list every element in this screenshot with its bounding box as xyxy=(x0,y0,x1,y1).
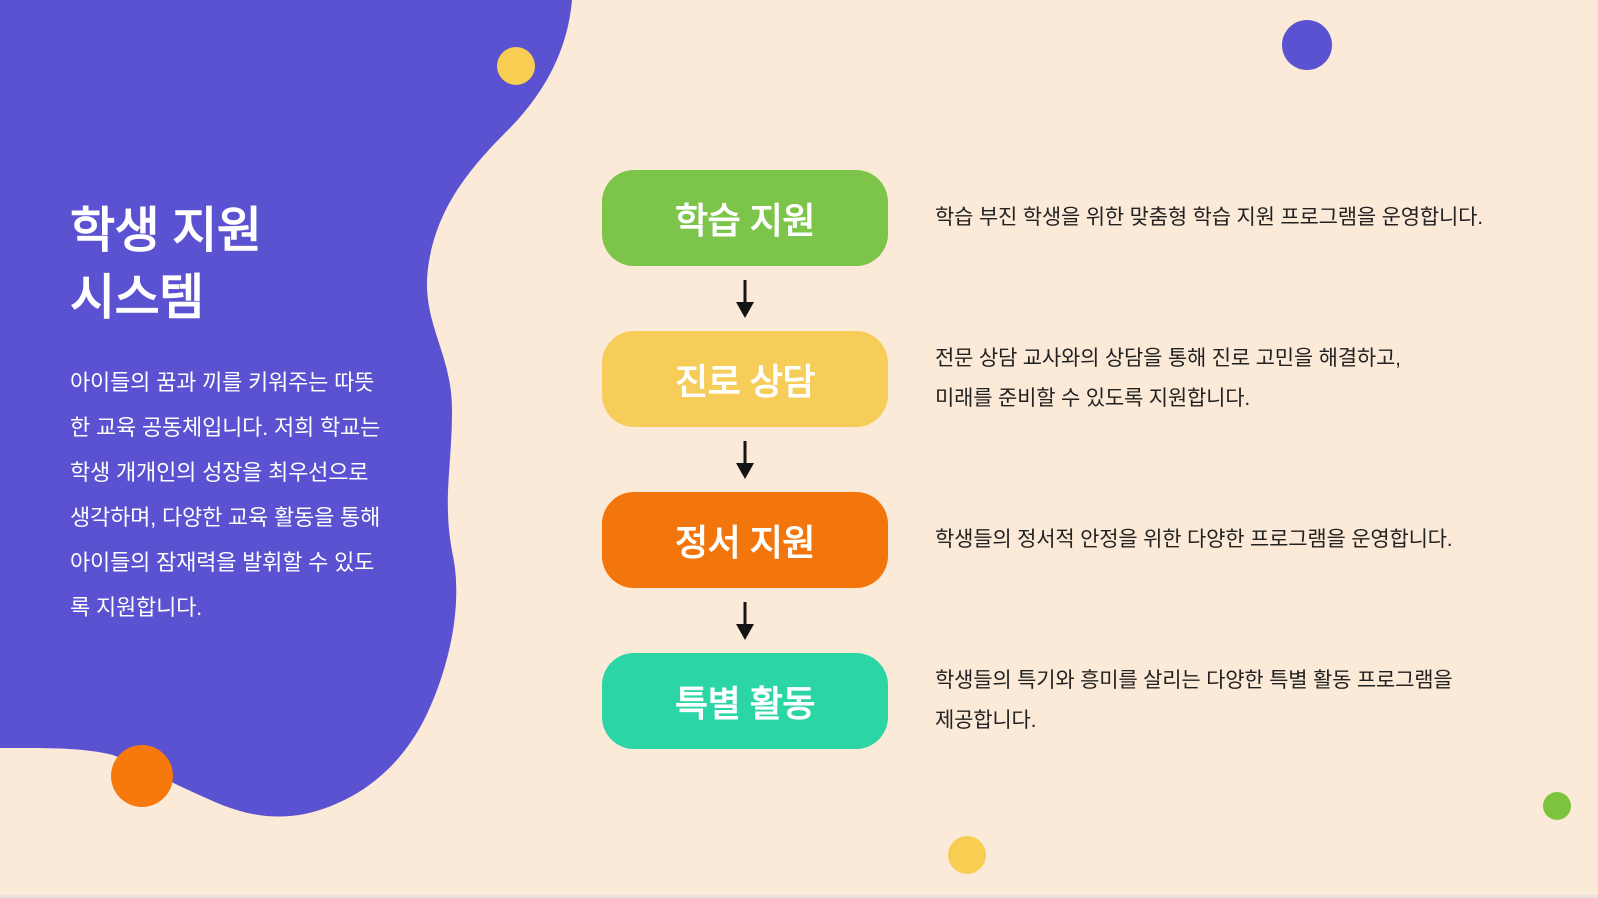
flow-step-learning-support-description: 학습 부진 학생을 위한 맞춤형 학습 지원 프로그램을 운영합니다. xyxy=(935,198,1483,238)
decor-circle-yellow-top xyxy=(497,47,535,85)
flow-step-label: 정서 지원 xyxy=(675,522,815,563)
description-line: 학생들의 정서적 안정을 위한 다양한 프로그램을 운영합니다. xyxy=(935,528,1453,551)
description-line: 전문 상담 교사와의 상담을 통해 진로 고민을 해결하고, xyxy=(935,347,1401,370)
decor-circle-yellow-bottom xyxy=(948,836,986,874)
purple-blob-shape xyxy=(0,0,572,817)
description-line: 학습 부진 학생을 위한 맞춤형 학습 지원 프로그램을 운영합니다. xyxy=(935,206,1483,229)
flow-step-career-counseling: 진로 상담 xyxy=(602,331,888,427)
flow-step-career-counseling-description: 전문 상담 교사와의 상담을 통해 진로 고민을 해결하고, 미래를 준비할 수… xyxy=(935,339,1401,419)
arrow-head-icon xyxy=(736,623,754,640)
description-line: 미래를 준비할 수 있도록 지원합니다. xyxy=(935,387,1250,410)
flow-step-emotional-support-description: 학생들의 정서적 안정을 위한 다양한 프로그램을 운영합니다. xyxy=(935,520,1453,560)
flow-arrow-2 xyxy=(734,427,756,492)
decor-circle-purple xyxy=(1282,20,1332,70)
flow-step-label: 특별 활동 xyxy=(675,683,815,724)
hero-paragraph: 아이들의 꿈과 끼를 키워주는 따뜻한 교육 공동체입니다. 저희 학교는 학생… xyxy=(70,370,381,620)
arrow-head-icon xyxy=(736,301,754,318)
decor-circle-orange xyxy=(111,745,173,807)
page-title-line-2: 시스템 xyxy=(70,271,204,325)
flow-arrow-3 xyxy=(734,588,756,653)
flow-step-label: 학습 지원 xyxy=(675,200,815,241)
flow-step-label: 진로 상담 xyxy=(675,361,815,402)
flow-step-special-activities: 특별 활동 xyxy=(602,653,888,749)
slide-bottom-edge xyxy=(0,895,1598,898)
page-title-line-1: 학생 지원 xyxy=(70,204,262,258)
flow-diagram: 학습 지원 진로 상담 정서 지원 특별 활동 xyxy=(602,170,888,749)
description-line: 제공합니다. xyxy=(935,709,1037,732)
flow-step-emotional-support: 정서 지원 xyxy=(602,492,888,588)
decor-circle-green xyxy=(1543,792,1571,820)
flow-step-learning-support: 학습 지원 xyxy=(602,170,888,266)
flow-arrow-1 xyxy=(734,266,756,331)
page-title: 학생 지원 시스템 xyxy=(70,198,262,332)
arrow-head-icon xyxy=(736,462,754,479)
flow-step-special-activities-description: 학생들의 특기와 흥미를 살리는 다양한 특별 활동 프로그램을 제공합니다. xyxy=(935,661,1453,741)
description-line: 학생들의 특기와 흥미를 살리는 다양한 특별 활동 프로그램을 xyxy=(935,669,1453,692)
